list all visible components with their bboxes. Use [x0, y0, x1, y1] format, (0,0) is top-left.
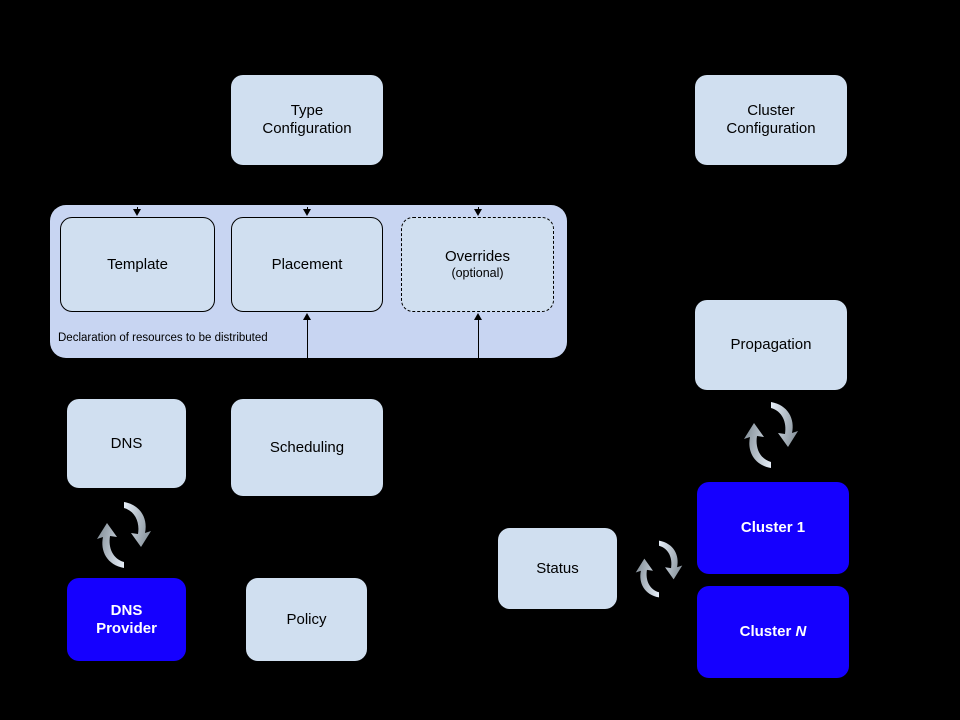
- arrow-head-type-config-to-template: [133, 209, 141, 216]
- propagation-sync-icon: [735, 397, 807, 473]
- node-dns[interactable]: DNS: [67, 399, 186, 488]
- arrow-head-type-config-to-overrides: [474, 209, 482, 216]
- arrow-line-scheduling-to-overrides: [478, 320, 479, 358]
- node-cluster-n-label: Cluster N: [740, 623, 807, 641]
- arrow-head-type-config-to-placement: [303, 209, 311, 216]
- dns-sync-icon: [88, 497, 160, 573]
- node-dns-label: DNS: [110, 434, 143, 452]
- cluster-1-index: 1: [796, 519, 806, 537]
- node-propagation-label: Propagation: [730, 336, 812, 354]
- node-type-configuration[interactable]: Type Configuration: [231, 75, 383, 165]
- node-cluster-n[interactable]: Cluster N: [697, 586, 849, 678]
- node-cluster-configuration-label: Cluster Configuration: [726, 102, 815, 137]
- cluster-configuration-line2: Configuration: [726, 120, 816, 137]
- overrides-line2: (optional): [451, 265, 504, 280]
- arrow-line-type-config-to-placement: [307, 196, 308, 210]
- node-policy[interactable]: Policy: [246, 578, 367, 661]
- node-template-label: Template: [107, 255, 168, 273]
- arrow-line-scheduling-to-placement: [307, 320, 308, 358]
- node-status[interactable]: Status: [498, 528, 617, 609]
- node-scheduling-label: Scheduling: [269, 438, 345, 456]
- node-dns-provider-label: DNS Provider: [96, 602, 157, 637]
- node-type-configuration-label: Type Configuration: [262, 102, 351, 137]
- dns-provider-line2: Provider: [96, 619, 157, 637]
- dns-provider-line1: DNS: [110, 601, 143, 619]
- node-template[interactable]: Template: [60, 217, 215, 312]
- node-policy-label: Policy: [286, 610, 327, 628]
- node-dns-provider[interactable]: DNS Provider: [67, 578, 186, 661]
- node-cluster-configuration[interactable]: Cluster Configuration: [695, 75, 847, 165]
- node-placement[interactable]: Placement: [231, 217, 383, 312]
- node-scheduling[interactable]: Scheduling: [231, 399, 383, 496]
- cluster-n-prefix: Cluster: [739, 623, 796, 641]
- type-configuration-line1: Type: [290, 102, 324, 120]
- overrides-line1: Overrides: [444, 248, 511, 266]
- arrow-line-type-config-to-overrides: [478, 196, 479, 210]
- node-overrides[interactable]: Overrides (optional): [401, 217, 554, 312]
- status-sync-icon: [628, 530, 690, 608]
- cluster-n-index: N: [795, 623, 807, 641]
- group-caption-declaration: Declaration of resources to be distribut…: [58, 332, 268, 344]
- node-cluster-1[interactable]: Cluster 1: [697, 482, 849, 574]
- cluster-1-prefix: Cluster: [740, 519, 797, 537]
- arrow-head-scheduling-to-placement: [303, 313, 311, 320]
- cluster-configuration-line1: Cluster: [747, 102, 795, 120]
- node-cluster-1-label: Cluster 1: [741, 519, 805, 537]
- node-placement-label: Placement: [271, 255, 343, 273]
- arrow-line-type-config-to-template: [137, 196, 138, 210]
- type-configuration-line2: Configuration: [262, 120, 352, 137]
- node-overrides-label: Overrides (optional): [445, 248, 510, 280]
- node-status-label: Status: [536, 559, 579, 577]
- arrow-head-scheduling-to-overrides: [474, 313, 482, 320]
- node-propagation[interactable]: Propagation: [695, 300, 847, 390]
